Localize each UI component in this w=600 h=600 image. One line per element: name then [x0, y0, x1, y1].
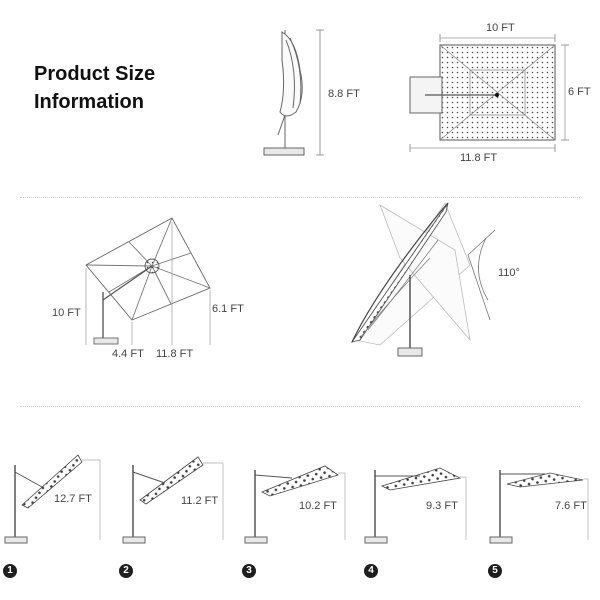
- folded-height-label: 8.8 FT: [328, 88, 360, 100]
- pole-offset-label: 4.4 FT: [112, 348, 144, 360]
- step-badge-3: 3: [242, 564, 256, 578]
- canopy-depth-label: 6 FT: [568, 86, 591, 98]
- position-3-label: 10.2 FT: [299, 500, 337, 512]
- step-badge-2: 2: [119, 564, 133, 578]
- position-4-umbrella: [364, 467, 467, 544]
- tilt-height-label: 6.1 FT: [212, 303, 244, 315]
- position-1-label: 12.7 FT: [54, 493, 92, 505]
- step-badge-5: 5: [488, 564, 502, 578]
- position-5-label: 7.6 FT: [555, 500, 587, 512]
- section-divider-1: [20, 197, 580, 198]
- base-span-label: 11.8 FT: [460, 152, 498, 164]
- position-2-label: 11.2 FT: [181, 495, 219, 507]
- page-title: Product Size Information: [34, 60, 155, 116]
- open-height-label: 10 FT: [52, 307, 81, 319]
- position-1-umbrella: [4, 454, 101, 544]
- position-2-umbrella: [122, 456, 224, 544]
- title-line-1: Product Size: [34, 63, 156, 85]
- tilt-angle-label: 110°: [498, 267, 520, 279]
- folded-umbrella-icon: [263, 29, 324, 156]
- position-3-umbrella: [244, 465, 346, 544]
- title-line-2: Information: [34, 91, 144, 113]
- open-span-label: 11.8 FT: [156, 348, 194, 360]
- position-4-label: 9.3 FT: [426, 500, 458, 512]
- position-5-umbrella: [489, 470, 589, 544]
- open-umbrella-icon: [85, 217, 211, 345]
- canopy-width-label: 10 FT: [486, 22, 515, 34]
- plan-view-icon: [409, 34, 569, 152]
- tilt-umbrella-icon: [350, 202, 496, 357]
- step-badge-1: 1: [3, 564, 17, 578]
- section-divider-2: [20, 406, 580, 407]
- step-badge-4: 4: [364, 564, 378, 578]
